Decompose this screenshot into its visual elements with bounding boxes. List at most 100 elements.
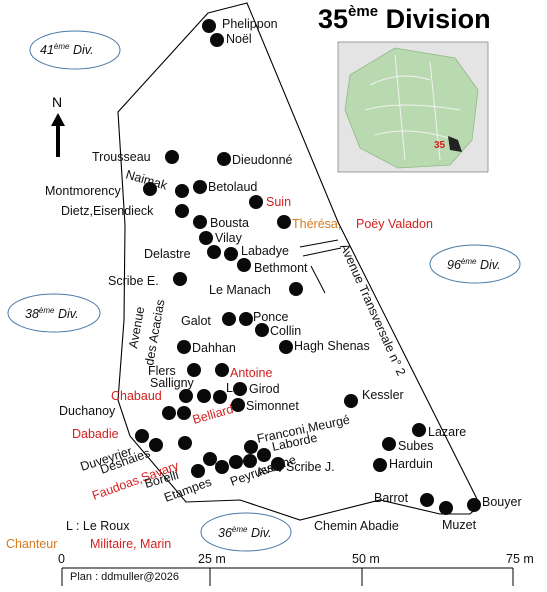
grave-dot-lazare[interactable]: [412, 423, 426, 437]
grave-dot-phelippon[interactable]: [202, 19, 216, 33]
grave-dot-galot[interactable]: [222, 312, 236, 326]
division-boundary: [117, 2, 481, 521]
division-38-ellipse: [7, 293, 101, 333]
scale-tick-50: 50 m: [352, 552, 380, 566]
grave-label-girod: Girod: [249, 382, 280, 396]
grave-label-dahhan: Dahhan: [192, 341, 236, 355]
grave-label-simonnet: Simonnet: [246, 399, 299, 413]
grave-label-barrot: Barrot: [374, 491, 409, 505]
grave-dot-labadye[interactable]: [224, 247, 238, 261]
grave-dot-l[interactable]: [197, 389, 211, 403]
scale-tick-0: 0: [58, 552, 65, 566]
grave-dot-dietz-eisendieck[interactable]: [175, 204, 189, 218]
grave-label-montmorency: Montmorency: [45, 184, 121, 198]
grave-dot-betolaud[interactable]: [193, 180, 207, 194]
transversale-inner: [310, 265, 326, 294]
grave-dot-muzet[interactable]: [439, 501, 453, 515]
legend-chanteur: Chanteur: [6, 537, 57, 551]
division-96: 96ème Div.: [429, 244, 521, 284]
grave-dot-chabaud[interactable]: [213, 390, 227, 404]
division-96-label: 96ème Div.: [447, 257, 501, 272]
grave-label-salligny: Salligny: [150, 376, 195, 390]
scale-tick-75: 75 m: [506, 552, 534, 566]
grave-label-bousta: Bousta: [210, 216, 249, 230]
grave-label-kessler: Kessler: [362, 388, 404, 402]
grave-dot-girod[interactable]: [233, 382, 247, 396]
grave-label-belliard: Belliard: [191, 402, 235, 427]
grave-dot-trousseau[interactable]: [165, 150, 179, 164]
grave-dot-duveyrier[interactable]: [149, 438, 163, 452]
division-36-ellipse: [200, 512, 292, 552]
grave-label-dabadie: Dabadie: [72, 427, 119, 441]
grave-dot-dahhan[interactable]: [177, 340, 191, 354]
inset-division-label: 35: [434, 140, 446, 151]
grave-dot-ponce[interactable]: [239, 312, 253, 326]
grave-dot-subes[interactable]: [382, 437, 396, 451]
grave-dot-peyrusse[interactable]: [229, 455, 243, 469]
grave-dot-flers[interactable]: [187, 363, 201, 377]
grave-label-duchanoy: Duchanoy: [59, 404, 116, 418]
page-title: 35ème Division: [318, 3, 491, 34]
grave-dot-borelli[interactable]: [191, 464, 205, 478]
grave-dot-avoyne[interactable]: [243, 454, 257, 468]
grave-dot-le-manach[interactable]: [289, 282, 303, 296]
grave-dot-etampes[interactable]: [215, 460, 229, 474]
division-38-label: 38ème Div.: [25, 306, 79, 321]
grave-dot-suin[interactable]: [249, 195, 263, 209]
grave-dot-duchanoy[interactable]: [162, 406, 176, 420]
grave-dot-deshaies[interactable]: [178, 436, 192, 450]
grave-dot-thérésa[interactable]: [277, 215, 291, 229]
grave-dot-bouyer[interactable]: [467, 498, 481, 512]
grave-label-suin: Suin: [266, 195, 291, 209]
grave-label-scribe-j: Scribe J.: [286, 460, 335, 474]
grave-label-vilay: Vilay: [215, 231, 243, 245]
grave-dot-franconi-meurgé[interactable]: [244, 440, 258, 454]
grave-dot-dieudonné[interactable]: [217, 152, 231, 166]
transversale-edge-2: [302, 247, 342, 257]
grave-dot-faudoas-savary[interactable]: [203, 452, 217, 466]
grave-dot-dabadie[interactable]: [135, 429, 149, 443]
transversale-edge-1: [299, 239, 339, 248]
grave-dot-simonnet[interactable]: [231, 398, 245, 412]
grave-label-le-manach: Le Manach: [209, 283, 271, 297]
grave-dot-barrot[interactable]: [420, 493, 434, 507]
grave-label-antoine: Antoine: [230, 366, 272, 380]
grave-dot-belliard[interactable]: [177, 406, 191, 420]
division-36: 36ème Div.: [200, 512, 292, 552]
grave-dot-antoine[interactable]: [215, 363, 229, 377]
grave-label-lazare: Lazare: [428, 425, 466, 439]
division-96-ellipse: [429, 244, 521, 284]
division-41-label: 41ème Div.: [40, 42, 94, 57]
grave-dot-noël[interactable]: [210, 33, 224, 47]
grave-label-collin: Collin: [270, 324, 301, 338]
grave-dot-laborde[interactable]: [257, 448, 271, 462]
grave-dot-vilay[interactable]: [199, 231, 213, 245]
grave-label-delastre: Delastre: [144, 247, 191, 261]
grave-dot-naimak[interactable]: [175, 184, 189, 198]
grave-dot-harduin[interactable]: [373, 458, 387, 472]
grave-label-phelippon: Phelippon: [222, 17, 278, 31]
grave-label-bethmont: Bethmont: [254, 261, 308, 275]
grave-dot-kessler[interactable]: [344, 394, 358, 408]
division-38: 38ème Div.: [7, 293, 101, 333]
division-36-label: 36ème Div.: [218, 525, 272, 540]
grave-label-muzet: Muzet: [442, 518, 477, 532]
grave-label-subes: Subes: [398, 439, 433, 453]
grave-dot-delastre[interactable]: [207, 245, 221, 259]
grave-dot-scribe-e[interactable]: [173, 272, 187, 286]
grave-dot-bousta[interactable]: [193, 215, 207, 229]
street-avenue-acacias-1: Avenue: [126, 306, 147, 350]
grave-dot-hagh-shenas[interactable]: [279, 340, 293, 354]
scale-tick-25: 25 m: [198, 552, 226, 566]
grave-dot-salligny[interactable]: [179, 389, 193, 403]
grave-label-hagh-shenas: Hagh Shenas: [294, 339, 370, 353]
grave-dot-bethmont[interactable]: [237, 258, 251, 272]
grave-dot-montmorency[interactable]: [143, 182, 157, 196]
grave-dot-collin[interactable]: [255, 323, 269, 337]
north-arrow: N: [51, 94, 65, 157]
grave-dot-scribe-j[interactable]: [271, 457, 285, 471]
plan-credit: Plan : ddmuller@2026: [70, 571, 179, 583]
grave-label-flers: Flers: [148, 364, 176, 378]
grave-label-thérésa: Thérésa,: [292, 217, 341, 231]
